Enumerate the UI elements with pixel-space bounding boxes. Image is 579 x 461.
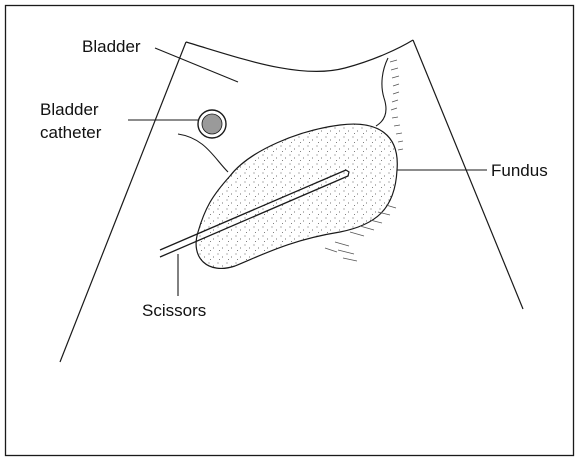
label-bladder: Bladder: [82, 37, 141, 56]
label-fundus: Fundus: [491, 161, 548, 180]
peritoneal-fold: [376, 58, 388, 126]
label-bladder-catheter-line1: Bladder: [40, 100, 99, 119]
uterus-body: [196, 124, 397, 268]
bladder-edge: [178, 134, 228, 172]
bladder-contour: [186, 40, 413, 71]
leader-bladder: [155, 48, 238, 82]
bladder-catheter-inner: [202, 114, 222, 134]
label-bladder-catheter-line2: catheter: [40, 123, 102, 142]
label-scissors: Scissors: [142, 301, 206, 320]
peritoneal-hatching: [390, 60, 403, 150]
